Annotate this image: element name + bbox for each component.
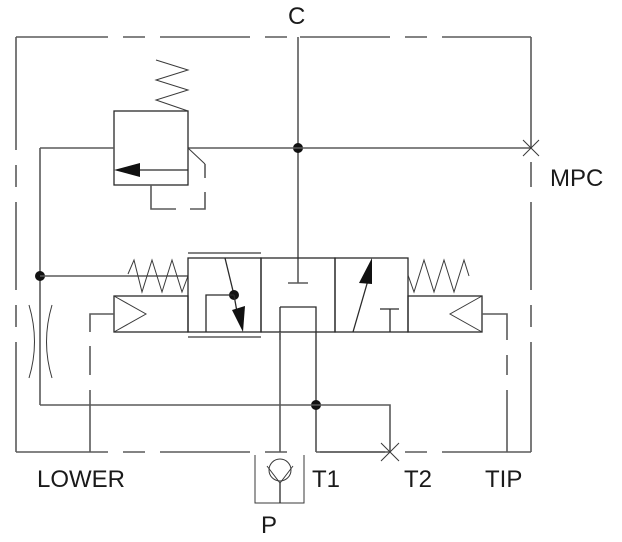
port-label-c: C: [288, 3, 305, 30]
check-valve: [254, 455, 305, 504]
outer-boundary: [15, 36, 532, 453]
port-label-tip: TIP: [485, 466, 522, 493]
plug-mpc-icon: [522, 139, 540, 157]
plug-t2-icon: [380, 442, 400, 462]
spring-icon: [154, 59, 190, 112]
arrow-icon: [114, 163, 140, 177]
port-label-p: P: [261, 512, 277, 539]
line-return: [40, 404, 391, 452]
port-label-t1: T1: [312, 466, 340, 493]
pilot-line-tip: [482, 313, 508, 340]
port-label-mpc: MPC: [550, 165, 603, 192]
port-label-lower: LOWER: [37, 466, 125, 493]
pilot-line-lower: [89, 313, 114, 332]
relief-valve: [40, 59, 206, 210]
port-label-t2: T2: [404, 466, 432, 493]
orifice-icon: [28, 304, 53, 379]
